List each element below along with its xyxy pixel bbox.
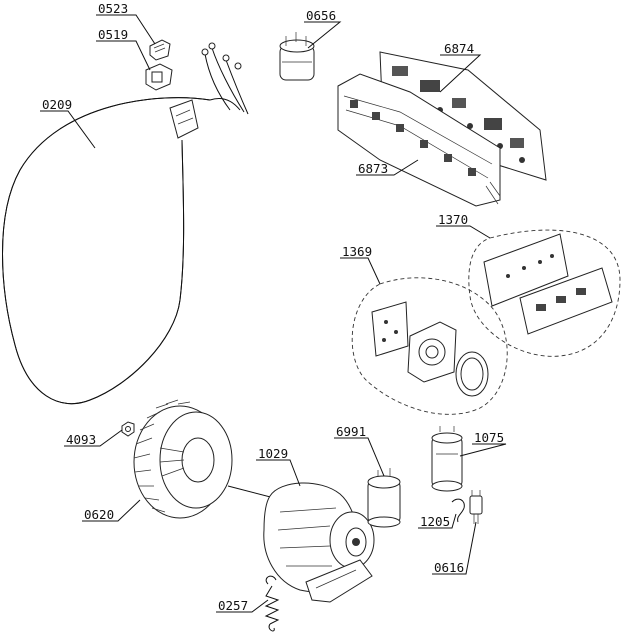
part-0519-terminal-block[interactable] [145, 63, 173, 91]
part-0209-power-cord[interactable] [2, 42, 249, 405]
label-0519: 0519 [98, 27, 128, 42]
label-1205: 1205 [420, 514, 450, 529]
leader-lines [40, 14, 507, 613]
label-0616: 0616 [434, 560, 464, 575]
part-1029-motor[interactable] [227, 482, 375, 603]
part-0523-clip[interactable] [149, 39, 171, 61]
part-0616-thermostat[interactable] [469, 490, 483, 524]
label-1370: 1370 [438, 212, 468, 227]
part-0257-spring[interactable] [264, 575, 280, 632]
part-0656-filter[interactable] [279, 32, 315, 81]
part-6873-pcb-housing[interactable] [337, 73, 501, 207]
part-6991-motor-capacitor[interactable] [367, 468, 401, 528]
label-0257: 0257 [218, 598, 248, 613]
label-6873: 6873 [358, 161, 388, 176]
label-6991: 6991 [336, 424, 366, 439]
part-4093-nut[interactable] [121, 421, 135, 437]
part-1370-control-board-kit[interactable] [468, 229, 621, 357]
label-4093: 4093 [66, 432, 96, 447]
label-1075: 1075 [474, 430, 504, 445]
label-0656: 0656 [306, 8, 336, 23]
label-0209: 0209 [42, 97, 72, 112]
part-1205-clip[interactable] [451, 498, 465, 523]
label-1369: 1369 [342, 244, 372, 259]
part-1075-capacitor[interactable] [431, 426, 463, 492]
label-0523: 0523 [98, 1, 128, 16]
part-0620-fan-wheel[interactable] [133, 399, 233, 519]
label-6874: 6874 [444, 41, 474, 56]
label-1029: 1029 [258, 446, 288, 461]
label-0620: 0620 [84, 507, 114, 522]
part-1369-selector-board-kit[interactable] [351, 277, 508, 415]
part-labels: 0523 0519 0209 0656 6874 6873 1370 1369 … [42, 1, 504, 613]
